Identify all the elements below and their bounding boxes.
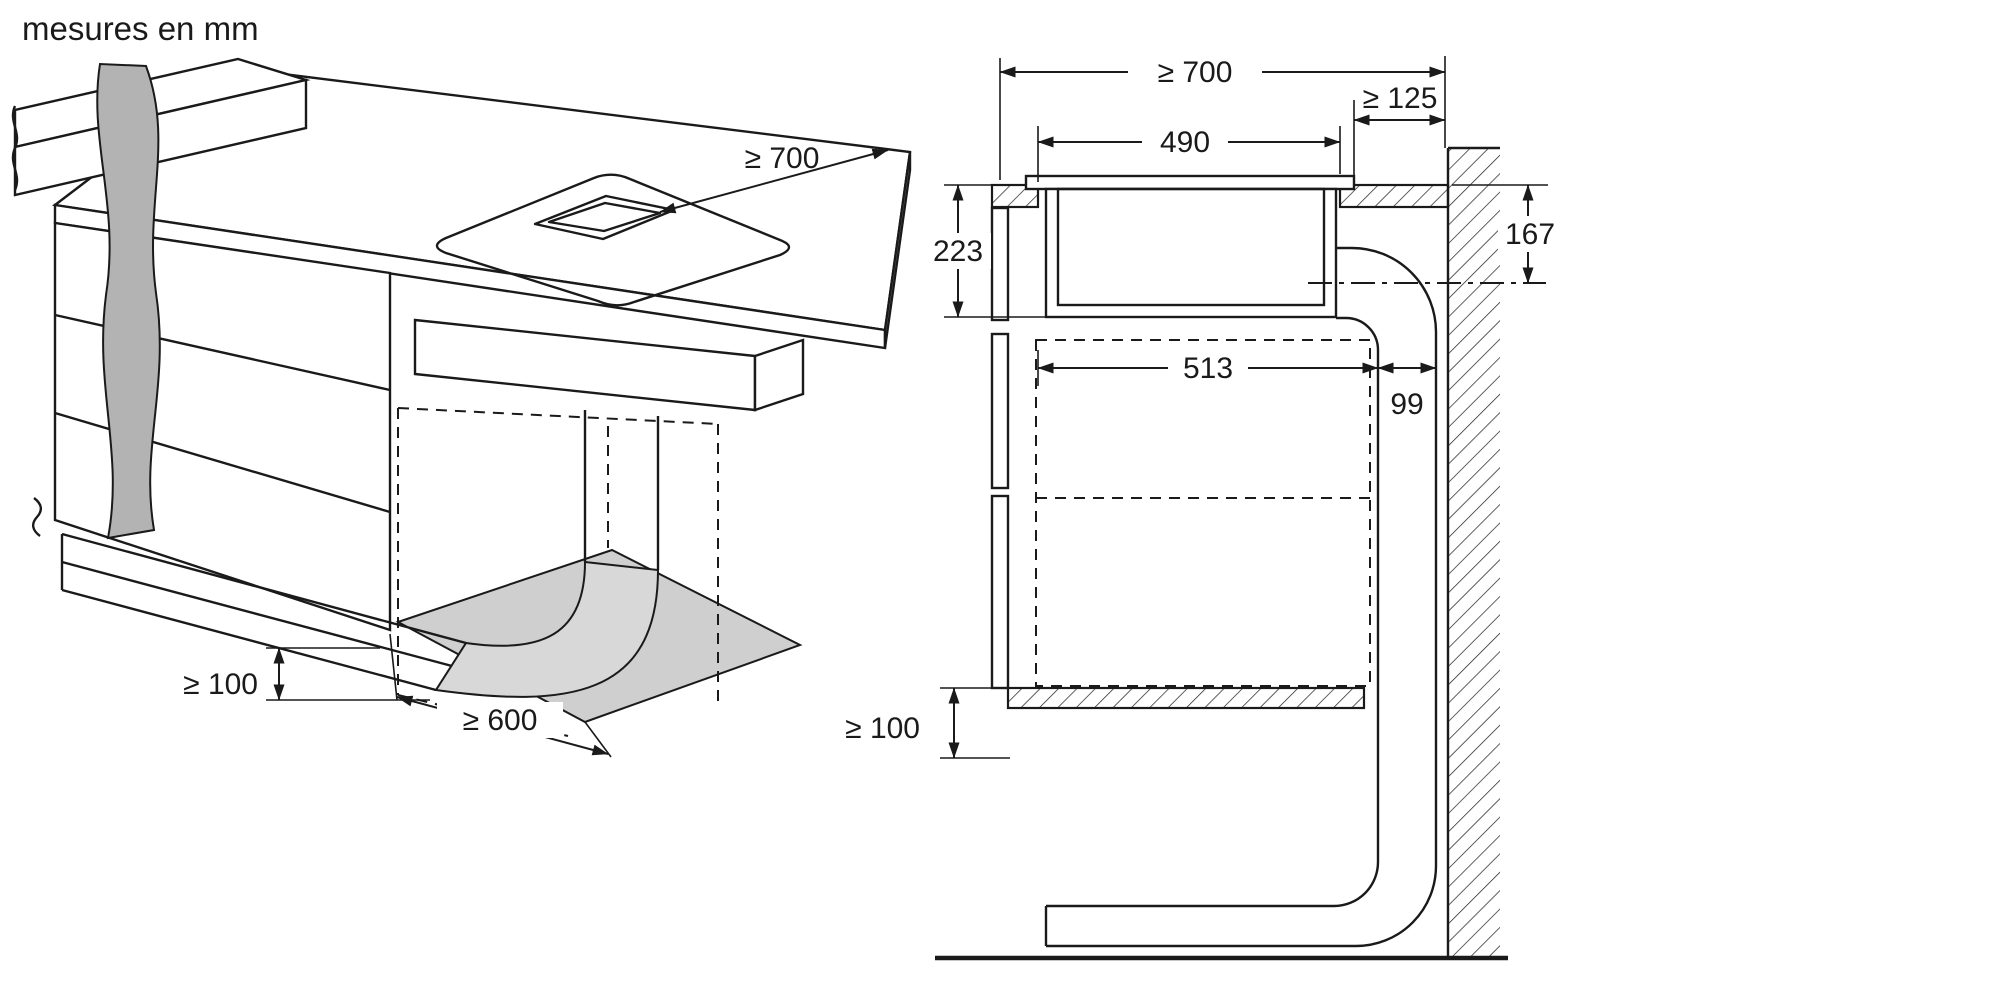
dim-iso-plinth-label: ≥ 100 — [183, 668, 258, 701]
iso-duct-elbow — [434, 560, 660, 698]
dim-height-left-label: 223 — [933, 235, 983, 268]
dim-height-right-label: 167 — [1505, 218, 1555, 251]
section-hidden-interior — [1035, 339, 1371, 687]
section-duct — [1044, 246, 1438, 948]
section-cabinet-side — [990, 206, 1010, 690]
iso-under-counter — [60, 318, 805, 737]
iso-ceiling-duct — [11, 57, 311, 197]
iso-hob-outline — [435, 173, 791, 307]
units-note: mesures en mm — [22, 10, 259, 47]
dim-bottom-clearance-label: ≥ 100 — [845, 712, 920, 745]
dim-iso-width-label: ≥ 600 — [463, 704, 538, 737]
dim-section-bottom-clearance: ≥ 100 — [845, 687, 1010, 759]
dim-total-width-label: ≥ 700 — [1158, 56, 1233, 89]
dim-section-cutout-width: 490 — [1037, 124, 1341, 182]
iso-hob-housing — [413, 318, 757, 412]
dim-section-height-right: 167 — [1452, 184, 1562, 284]
dim-cutout-width-label: 490 — [1160, 126, 1210, 159]
section-hob-tub — [1044, 187, 1338, 319]
dim-wall-clearance-label: ≥ 125 — [1363, 82, 1438, 115]
iso-wall-cut-band — [32, 62, 161, 540]
iso-cabinet — [53, 221, 392, 632]
section-hob-flange — [1024, 174, 1356, 191]
dim-iso-depth: ≥ 700 — [659, 142, 889, 214]
dim-iso-depth-label: ≥ 700 — [745, 142, 820, 175]
iso-view: ≥ 700 ≥ 100 ≥ 600 — [11, 57, 912, 758]
dim-section-total-width: ≥ 700 — [999, 54, 1446, 180]
section-view: ≥ 700 ≥ 125 490 223 167 — [845, 54, 1562, 961]
dim-section-duct-width: 99 — [1377, 362, 1437, 421]
dim-inner-width-label: 513 — [1183, 352, 1233, 385]
dim-iso-width: ≥ 600 — [389, 633, 612, 758]
dim-duct-width-label: 99 — [1390, 388, 1423, 421]
section-worktop — [990, 174, 1450, 209]
dim-section-height-left: 223 — [925, 184, 1046, 318]
section-wall — [1446, 146, 1500, 958]
dim-section-inner-width: 513 — [1037, 350, 1379, 386]
section-cabinet-bottom — [1006, 686, 1366, 710]
dim-section-wall-clearance: ≥ 125 — [1353, 82, 1446, 176]
dim-iso-plinth-height: ≥ 100 — [183, 647, 430, 701]
